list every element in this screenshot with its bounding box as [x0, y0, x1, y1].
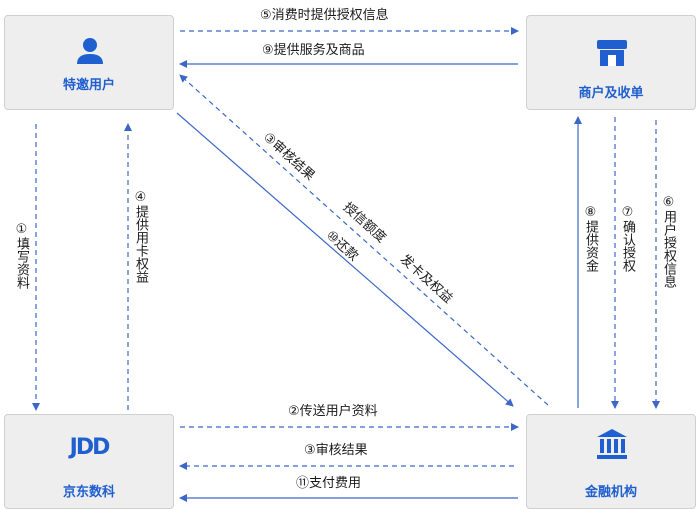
user-icon [77, 38, 103, 64]
edge-1-label: ①填写资料 [14, 222, 29, 289]
edge-5-label: ⑤消费时提供授权信息 [260, 8, 389, 23]
edge-7-label: ⑦确认授权 [620, 205, 635, 272]
edge-11-label: ⑪支付费用 [296, 476, 362, 491]
edge-4-label: ④提供用卡权益 [133, 190, 148, 283]
edge-9-label: ⑨提供服务及商品 [262, 43, 365, 58]
edge-8-label: ⑧提供资金 [583, 205, 598, 272]
jdd-logo: JDD [69, 435, 111, 460]
edge-6-label: ⑥用户授权信息 [661, 195, 676, 288]
node-user-label: 特邀用户 [62, 78, 115, 93]
store-icon [597, 40, 627, 66]
edge-3-diag [179, 74, 549, 406]
edge-3-label: ③审核结果 [304, 443, 368, 458]
node-finance: 金融机构 [526, 414, 696, 509]
node-jd-label: 京东数科 [62, 485, 115, 500]
node-merchant-label: 商户及收单 [578, 86, 644, 101]
bank-icon [597, 429, 627, 459]
node-user: 特邀用户 [4, 15, 174, 110]
node-merchant: 商户及收单 [526, 15, 696, 110]
node-finance-label: 金融机构 [584, 485, 637, 500]
edge-2-label: ②传送用户资料 [288, 404, 378, 419]
edge-10 [176, 112, 514, 407]
